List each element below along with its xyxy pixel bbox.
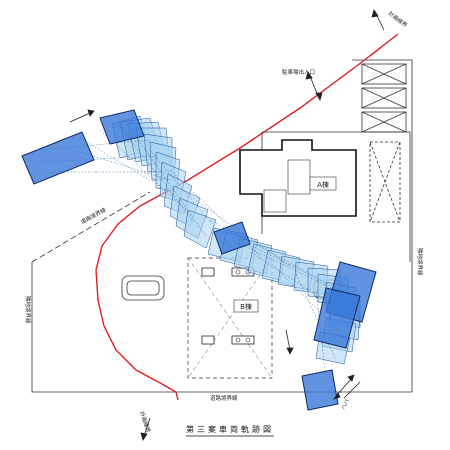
right-boundary-label: 隣地境界線 [416,248,424,276]
direction-arrow-icon [285,329,294,355]
north-arrow-icon [371,9,385,31]
bottom-boundary-label: 道路境界線 [210,394,238,402]
left-boundary-label: 隣地境界線 [24,296,32,324]
direction-arrow-icon [333,374,361,400]
vehicle-top [99,109,145,145]
vehicle-right-mid [313,287,361,349]
diagram-title: 第三案車両軌跡図 [186,424,274,434]
vehicle-positions [21,109,377,411]
road-boundary-line [95,33,399,401]
bottom-right-label: ハバ [340,398,352,411]
building-a-enclosure [261,131,411,262]
direction-arrow-icon [69,109,95,123]
vehicle-mid [213,221,251,255]
vehicle-start [21,131,95,185]
parking-stalls [361,63,407,133]
building-a-label: A棟 [317,180,329,189]
direction-arrow-icon [140,417,151,441]
entrance-label: 駐車場出入口 [282,68,315,76]
vehicle-end [301,369,339,411]
building-a: A棟 [239,139,357,217]
building-b-label: B棟 [240,302,252,311]
site-boundary [31,59,413,393]
entrance-arrow-icon [305,71,323,102]
